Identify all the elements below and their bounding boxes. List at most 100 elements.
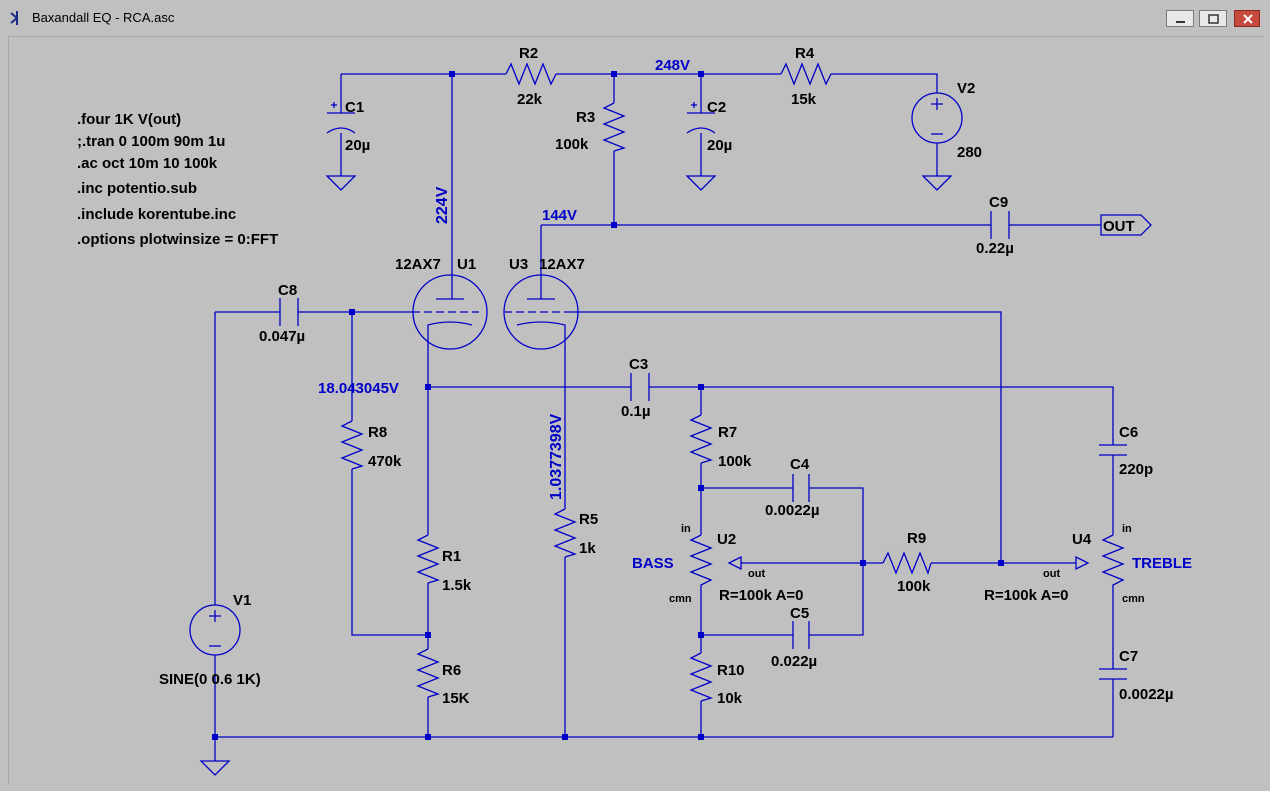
directive-tran: ;.tran 0 100m 90m 1u xyxy=(77,133,225,150)
wires[interactable] xyxy=(214,73,1114,761)
svg-text:224V: 224V xyxy=(434,186,451,224)
schematic-canvas[interactable]: OUT R2 22k R4 15k R3 100k C1 20µ C2 20µ … xyxy=(8,36,1264,785)
c5-capacitor xyxy=(792,621,810,649)
svg-text:1.5k: 1.5k xyxy=(442,577,472,594)
svg-text:C9: C9 xyxy=(989,194,1008,211)
svg-text:15k: 15k xyxy=(791,91,817,108)
c8-capacitor xyxy=(279,298,299,326)
svg-text:R5: R5 xyxy=(579,511,598,528)
svg-text:0.047µ: 0.047µ xyxy=(259,328,305,345)
directive-four: .four 1K V(out) xyxy=(77,111,181,128)
resistors[interactable] xyxy=(340,62,1125,702)
svg-text:R2: R2 xyxy=(519,45,538,62)
svg-text:SINE(0 0.6 1K): SINE(0 0.6 1K) xyxy=(159,671,261,688)
svg-text:U2: U2 xyxy=(717,531,736,548)
node-voltage-labels: 248V 144V 18.043045V 224V 1.0377398V xyxy=(318,57,690,500)
directive-ac: .ac oct 10m 10 100k xyxy=(77,155,218,172)
svg-text:144V: 144V xyxy=(542,207,577,224)
window-title: Baxandall EQ - RCA.asc xyxy=(32,10,175,25)
v1-source xyxy=(189,604,241,656)
svg-text:0.1µ: 0.1µ xyxy=(621,403,651,420)
out-port-label: OUT xyxy=(1103,218,1135,235)
svg-text:22k: 22k xyxy=(517,91,543,108)
minimize-button[interactable] xyxy=(1166,10,1194,27)
svg-text:R1: R1 xyxy=(442,548,461,565)
svg-text:V1: V1 xyxy=(233,592,251,609)
svg-text:0.0022µ: 0.0022µ xyxy=(1119,686,1174,703)
svg-text:R6: R6 xyxy=(442,662,461,679)
svg-text:R4: R4 xyxy=(795,45,815,62)
r7-resistor xyxy=(689,414,713,464)
svg-text:0.0022µ: 0.0022µ xyxy=(765,502,820,519)
svg-text:R9: R9 xyxy=(907,530,926,547)
svg-text:C6: C6 xyxy=(1119,424,1138,441)
svg-text:20µ: 20µ xyxy=(707,137,732,154)
svg-text:R10: R10 xyxy=(717,662,745,679)
r1-resistor xyxy=(416,534,440,584)
r6-resistor xyxy=(416,648,440,698)
c7-capacitor xyxy=(1099,668,1127,680)
svg-text:100k: 100k xyxy=(555,136,589,153)
directive-include: .include korentube.inc xyxy=(77,206,236,223)
svg-text:U1: U1 xyxy=(457,256,476,273)
svg-text:0.22µ: 0.22µ xyxy=(976,240,1014,257)
svg-text:20µ: 20µ xyxy=(345,137,370,154)
bass-potentiometer xyxy=(689,534,713,591)
svg-text:C8: C8 xyxy=(278,282,297,299)
svg-text:R=100k A=0: R=100k A=0 xyxy=(719,587,804,604)
svg-text:C1: C1 xyxy=(345,99,364,116)
title-bar[interactable]: Baxandall EQ - RCA.asc xyxy=(0,0,1270,36)
svg-text:18.043045V: 18.043045V xyxy=(318,380,399,397)
svg-text:out: out xyxy=(1043,568,1060,580)
directive-inc: .inc potentio.sub xyxy=(77,180,197,197)
svg-text:R8: R8 xyxy=(368,424,387,441)
r9-resistor xyxy=(882,551,932,575)
svg-text:C2: C2 xyxy=(707,99,726,116)
c4-capacitor xyxy=(792,474,810,502)
v2-source xyxy=(911,92,963,144)
r10-resistor xyxy=(689,652,713,702)
component-labels: R2 22k R4 15k R3 100k C1 20µ C2 20µ V2 2… xyxy=(159,45,1192,707)
svg-text:R7: R7 xyxy=(718,424,737,441)
c1-capacitor xyxy=(326,102,356,134)
svg-text:R3: R3 xyxy=(576,109,595,126)
svg-text:C5: C5 xyxy=(790,605,809,622)
svg-text:U3: U3 xyxy=(509,256,528,273)
svg-text:C3: C3 xyxy=(629,356,648,373)
treble-wiper-arrow xyxy=(1075,555,1090,571)
bass-wiper-arrow xyxy=(727,555,742,571)
svg-text:BASS: BASS xyxy=(632,555,674,572)
ltspice-app-icon xyxy=(10,11,19,25)
u3-triode xyxy=(503,274,579,350)
u1-triode xyxy=(412,274,488,350)
r5-resistor xyxy=(553,508,577,558)
svg-text:TREBLE: TREBLE xyxy=(1132,555,1192,572)
ground-symbols xyxy=(199,175,953,776)
r3-resistor xyxy=(602,102,626,152)
restore-button[interactable] xyxy=(1199,10,1227,27)
svg-text:220p: 220p xyxy=(1119,461,1153,478)
pin-labels: in out cmn in out cmn xyxy=(669,523,1145,605)
svg-text:R=100k A=0: R=100k A=0 xyxy=(984,587,1069,604)
svg-text:C4: C4 xyxy=(790,456,810,473)
svg-text:10k: 10k xyxy=(717,690,743,707)
c2-capacitor xyxy=(686,102,716,134)
treble-potentiometer xyxy=(1101,534,1125,591)
svg-text:cmn: cmn xyxy=(669,593,692,605)
r8-resistor xyxy=(340,420,364,470)
close-button[interactable] xyxy=(1234,10,1260,27)
svg-text:C7: C7 xyxy=(1119,648,1138,665)
out-port[interactable]: OUT xyxy=(1100,214,1152,236)
svg-text:248V: 248V xyxy=(655,57,690,74)
junction-dots xyxy=(212,71,1004,740)
spice-directives[interactable]: .four 1K V(out) ;.tran 0 100m 90m 1u .ac… xyxy=(77,111,278,248)
triodes[interactable] xyxy=(412,274,579,350)
capacitors[interactable] xyxy=(279,102,1127,680)
c6-capacitor xyxy=(1099,444,1127,456)
svg-text:U4: U4 xyxy=(1072,531,1092,548)
svg-text:0.022µ: 0.022µ xyxy=(771,653,817,670)
svg-text:12AX7: 12AX7 xyxy=(539,256,585,273)
svg-text:V2: V2 xyxy=(957,80,975,97)
voltage-sources[interactable] xyxy=(189,92,963,656)
